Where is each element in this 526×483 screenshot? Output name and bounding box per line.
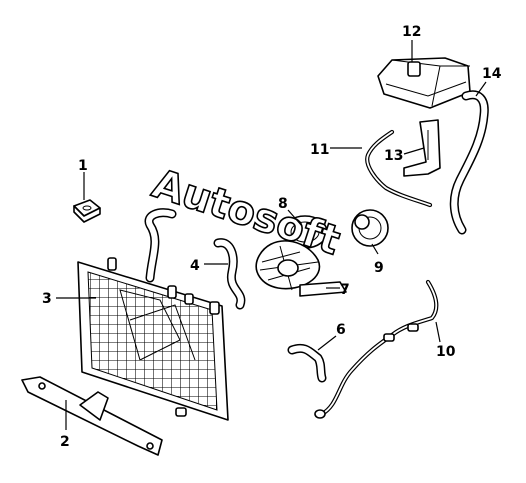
bypass-hose bbox=[287, 343, 327, 383]
leader-lines bbox=[56, 40, 487, 430]
radiator-lower-hose bbox=[213, 238, 246, 310]
overflow-pipe bbox=[365, 129, 433, 208]
heater-pipe bbox=[314, 279, 439, 419]
callout-12: 12 bbox=[402, 24, 421, 40]
callout-2: 2 bbox=[60, 434, 70, 450]
callout-14: 14 bbox=[482, 66, 502, 82]
water-pump-fan bbox=[255, 215, 347, 297]
reservoir-bracket bbox=[403, 119, 441, 177]
callout-6: 6 bbox=[336, 322, 346, 338]
radiator bbox=[77, 257, 229, 421]
callout-3: 3 bbox=[42, 291, 52, 307]
reservoir-hose bbox=[449, 90, 489, 235]
callout-1: 1 bbox=[78, 158, 88, 174]
thermostat-housing bbox=[351, 209, 389, 247]
watermark: Autosoft bbox=[146, 160, 346, 265]
expansion-tank bbox=[377, 57, 471, 109]
callout-9: 9 bbox=[374, 260, 384, 276]
callout-11: 11 bbox=[310, 142, 329, 158]
watermark-text: Autosoft bbox=[147, 161, 346, 265]
callout-8: 8 bbox=[278, 196, 288, 212]
lower-mounting-bracket bbox=[21, 376, 163, 456]
callout-7: 7 bbox=[340, 282, 350, 298]
callout-10: 10 bbox=[436, 344, 456, 360]
callout-13: 13 bbox=[384, 148, 403, 164]
radiator-upper-hose bbox=[144, 208, 177, 283]
rubber-mount bbox=[73, 199, 101, 223]
callout-4: 4 bbox=[190, 258, 200, 274]
